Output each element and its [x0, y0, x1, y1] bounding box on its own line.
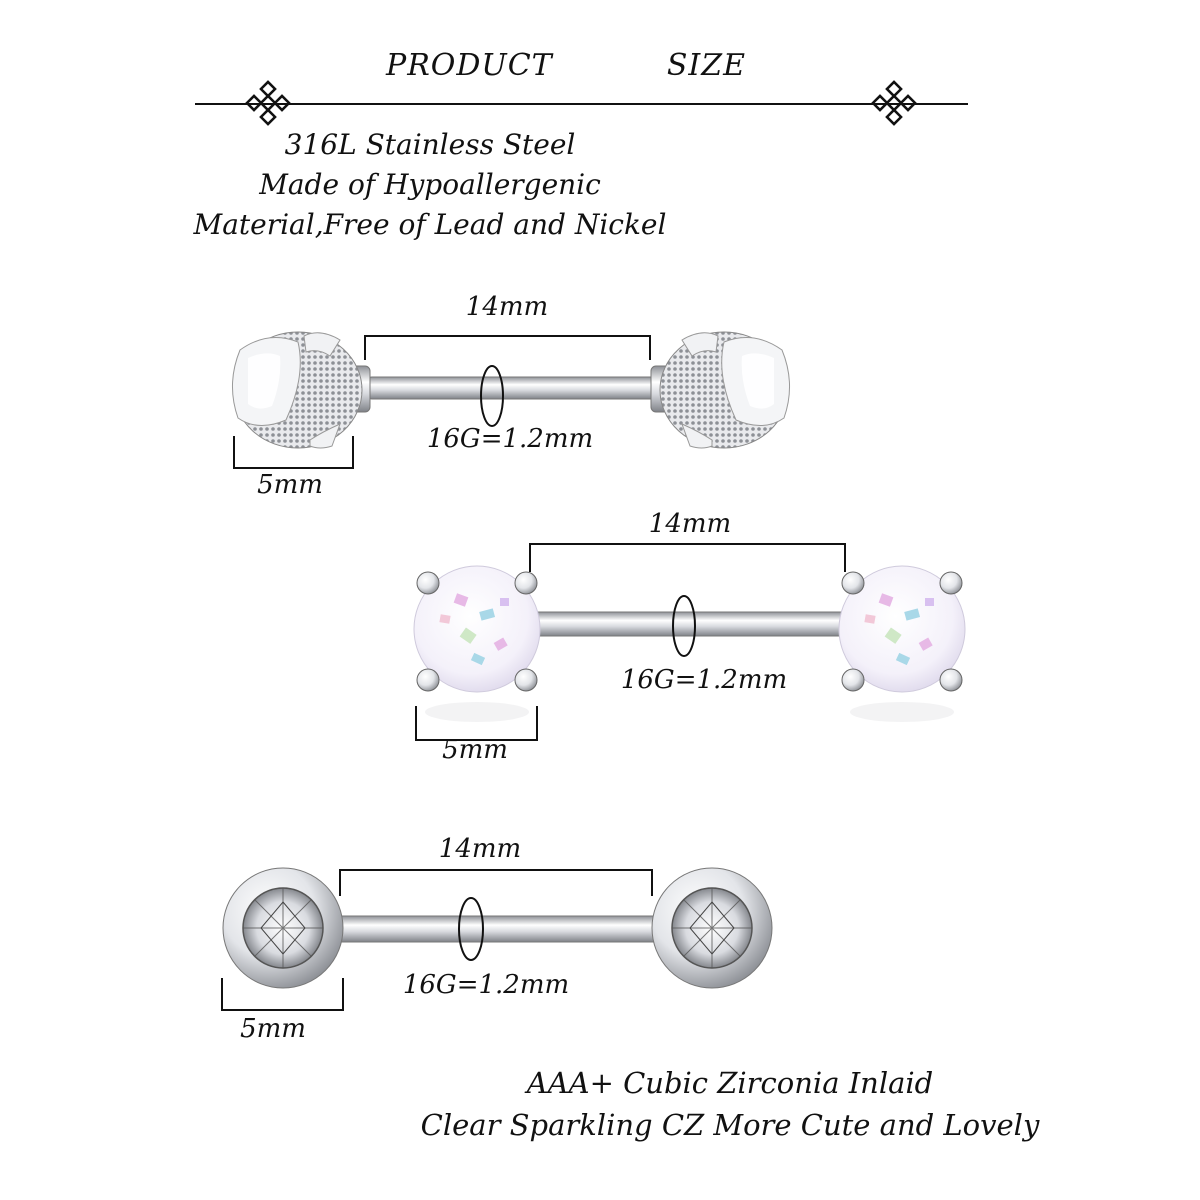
- opal-gem-right: [838, 565, 966, 722]
- length-label: 14mm: [648, 509, 732, 539]
- claw-ball-left: [231, 331, 363, 449]
- footer-line: AAA+ Cubic Zirconia Inlaid: [526, 1066, 934, 1100]
- barbell-1: [231, 331, 791, 469]
- opal-gem-left: [413, 565, 541, 722]
- material-line: Made of Hypoallergenic: [259, 168, 601, 201]
- footer-line: Clear Sparkling CZ More Cute and Lovely: [420, 1108, 1040, 1142]
- ball-size-label: 5mm: [240, 1014, 306, 1044]
- material-line: Material,Free of Lead and Nickel: [193, 208, 667, 241]
- gauge-label: 16G=1.2mm: [620, 665, 788, 695]
- title-divider: [195, 103, 968, 105]
- material-line: 316L Stainless Steel: [284, 128, 576, 161]
- gauge-label: 16G=1.2mm: [402, 970, 570, 1000]
- ball-size-label: 5mm: [442, 735, 508, 765]
- page-title: PRODUCT SIZE: [386, 48, 746, 83]
- length-label: 14mm: [438, 834, 522, 864]
- length-label: 14mm: [465, 292, 549, 322]
- material-description: 316L Stainless Steel Made of Hypoallerge…: [150, 125, 710, 245]
- barbell-2: [413, 543, 966, 741]
- cz-ball-right: [651, 867, 773, 989]
- cz-ball-left: [222, 867, 344, 989]
- cz-description: AAA+ Cubic Zirconia Inlaid Clear Sparkli…: [400, 1062, 1060, 1146]
- gauge-label: 16G=1.2mm: [426, 424, 594, 454]
- ball-size-label: 5mm: [257, 470, 323, 500]
- claw-ball-right: [659, 331, 791, 449]
- diamond-ornament-icon: [245, 80, 291, 126]
- barbell-3: [221, 867, 773, 1011]
- diamond-ornament-icon: [871, 80, 917, 126]
